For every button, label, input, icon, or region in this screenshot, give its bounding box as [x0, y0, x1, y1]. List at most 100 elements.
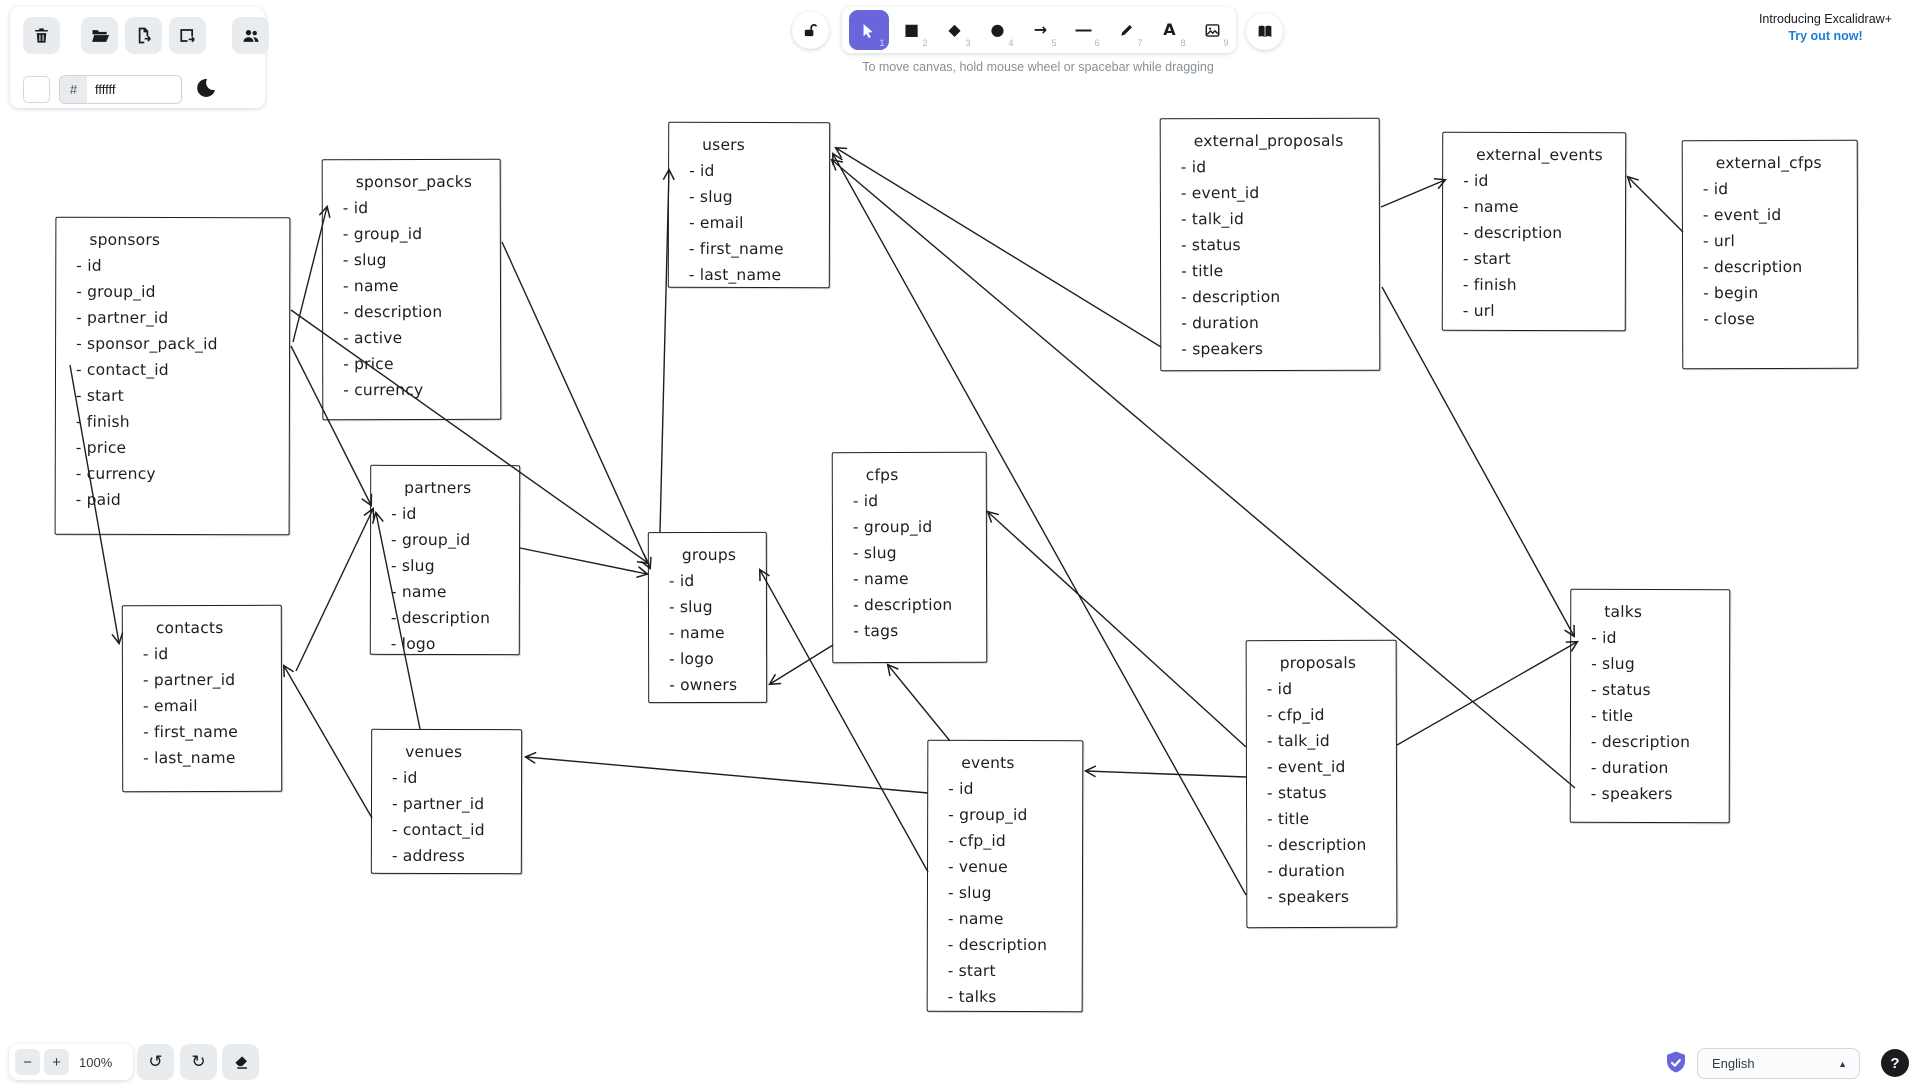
help-button[interactable]: ? [1881, 1049, 1909, 1077]
tool-shortcut-number: 2 [922, 38, 928, 48]
table-field: - url [1702, 232, 1736, 251]
relation-arrow[interactable] [886, 663, 951, 742]
ellipse-tool-button[interactable]: ●4 [978, 10, 1018, 50]
table-proposals[interactable]: proposals- id- cfp_id- talk_id- event_id… [1245, 639, 1398, 929]
relation-arrow[interactable] [1626, 175, 1684, 233]
table-field: - cfp_id [1266, 705, 1325, 725]
table-events[interactable]: events- id- group_id- cfp_id- venue- slu… [926, 739, 1084, 1013]
live-collaboration-button[interactable] [232, 17, 269, 54]
table-field: - tags [853, 622, 899, 641]
keep-tool-active-lock-button[interactable] [792, 12, 829, 49]
relation-arrow[interactable] [659, 167, 675, 533]
relation-arrow[interactable] [292, 204, 331, 343]
relation-arrow[interactable] [1381, 286, 1576, 638]
redo-button[interactable]: ↻ [180, 1044, 217, 1080]
relation-arrow[interactable] [523, 751, 929, 794]
try-out-now-link[interactable]: Try out now! [1788, 29, 1863, 43]
table-external_cfps[interactable]: external_cfps- id- event_id- url- descri… [1681, 139, 1859, 370]
relation-arrow[interactable] [986, 510, 1247, 748]
table-title: sponsor_packs [355, 172, 473, 192]
table-venues[interactable]: venues- id- partner_id- contact_id- addr… [370, 728, 523, 875]
undo-button[interactable]: ↺ [137, 1044, 174, 1080]
table-field: - partner_id [391, 794, 485, 814]
line-icon: ― [1075, 20, 1092, 39]
table-groups[interactable]: groups- id- slug- name- logo- owners [647, 531, 768, 704]
library-button[interactable] [1246, 13, 1283, 50]
table-field: - id [1591, 628, 1617, 647]
table-field: - price [75, 438, 127, 457]
dark-mode-toggle[interactable] [193, 76, 219, 102]
relation-arrow[interactable] [1396, 640, 1579, 746]
selection-tool-button[interactable]: 1 [848, 10, 889, 50]
image-export-icon [180, 29, 195, 43]
table-field: - name [853, 570, 909, 589]
table-external_events[interactable]: external_events- id- name- description- … [1441, 131, 1627, 332]
relation-arrow[interactable] [69, 364, 124, 646]
table-field: - duration [1267, 861, 1346, 881]
table-field: - venue [948, 857, 1008, 877]
table-field: - name [342, 277, 399, 296]
relation-arrow[interactable] [501, 241, 652, 570]
relation-arrow[interactable] [758, 568, 929, 873]
table-field: - id [142, 645, 169, 664]
table-cfps[interactable]: cfps- id- group_id- slug- name- descript… [831, 451, 988, 664]
zoom-level-label[interactable]: 100% [79, 1054, 113, 1070]
zoom-in-button[interactable]: + [44, 1049, 69, 1075]
table-field: - duration [1590, 758, 1669, 778]
table-title: external_proposals [1193, 131, 1344, 151]
table-field: - group_id [342, 224, 423, 244]
background-hex-input[interactable] [87, 75, 181, 103]
relation-arrow[interactable] [1083, 765, 1247, 778]
relation-arrow[interactable] [290, 309, 650, 565]
table-field: - description [343, 302, 443, 322]
relation-arrow[interactable] [295, 507, 375, 672]
arrow-tool-button[interactable]: →5 [1021, 10, 1061, 50]
relation-arrow[interactable] [282, 664, 373, 819]
zoom-out-button[interactable]: − [15, 1049, 40, 1075]
diamond-tool-button[interactable]: ◆3 [935, 10, 975, 50]
table-field: - start [75, 386, 125, 405]
relation-arrow[interactable] [831, 152, 1247, 896]
tool-shortcut-number: 6 [1094, 38, 1100, 48]
eraser-button[interactable] [222, 1044, 259, 1080]
table-field: - partner_id [76, 308, 169, 327]
table-field: - logo [390, 634, 436, 653]
table-field: - status [1180, 236, 1241, 255]
table-field: - id [948, 779, 974, 798]
draw-tool-button[interactable]: 7 [1107, 10, 1147, 50]
table-title: venues [405, 742, 463, 762]
language-select[interactable]: English ▲ [1697, 1048, 1860, 1079]
table-field: - id [852, 492, 879, 511]
relation-arrow[interactable] [290, 345, 373, 507]
export-file-button[interactable] [125, 17, 162, 54]
table-talks[interactable]: talks- id- slug- status- title- descript… [1569, 588, 1731, 824]
table-field: - title [1267, 810, 1310, 829]
relation-arrow[interactable] [834, 146, 1162, 348]
relation-arrow[interactable] [1380, 178, 1447, 208]
table-users[interactable]: users- id- slug- email- first_name- last… [667, 121, 831, 289]
table-sponsor_packs[interactable]: sponsor_packs- id- group_id- slug- name-… [321, 158, 502, 421]
table-contacts[interactable]: contacts- id- partner_id- email- first_n… [121, 604, 283, 793]
table-field: - slug [390, 556, 435, 575]
language-selected-value: English [1712, 1056, 1755, 1071]
relation-arrow[interactable] [519, 547, 650, 579]
image-icon [1205, 23, 1220, 37]
image-tool-button[interactable]: 9 [1193, 10, 1233, 50]
rectangle-icon: ■ [903, 20, 920, 39]
table-field: - email [688, 213, 744, 232]
relation-arrow[interactable] [768, 644, 834, 686]
clear-canvas-button[interactable] [23, 17, 60, 54]
line-tool-button[interactable]: ―6 [1064, 10, 1104, 50]
table-partners[interactable]: partners- id- group_id- slug- name- desc… [369, 464, 521, 656]
open-file-button[interactable] [81, 17, 118, 54]
table-external_proposals[interactable]: external_proposals- id- event_id- talk_i… [1159, 117, 1381, 372]
encryption-shield[interactable] [1664, 1050, 1688, 1077]
export-image-button[interactable] [169, 17, 206, 54]
relation-arrow[interactable] [830, 158, 1576, 789]
table-sponsors[interactable]: sponsors- id- group_id- partner_id- spon… [54, 216, 291, 536]
relation-arrow[interactable] [371, 510, 421, 730]
canvas-background-swatch[interactable] [23, 75, 50, 103]
rectangle-tool-button[interactable]: ■2 [892, 10, 932, 50]
